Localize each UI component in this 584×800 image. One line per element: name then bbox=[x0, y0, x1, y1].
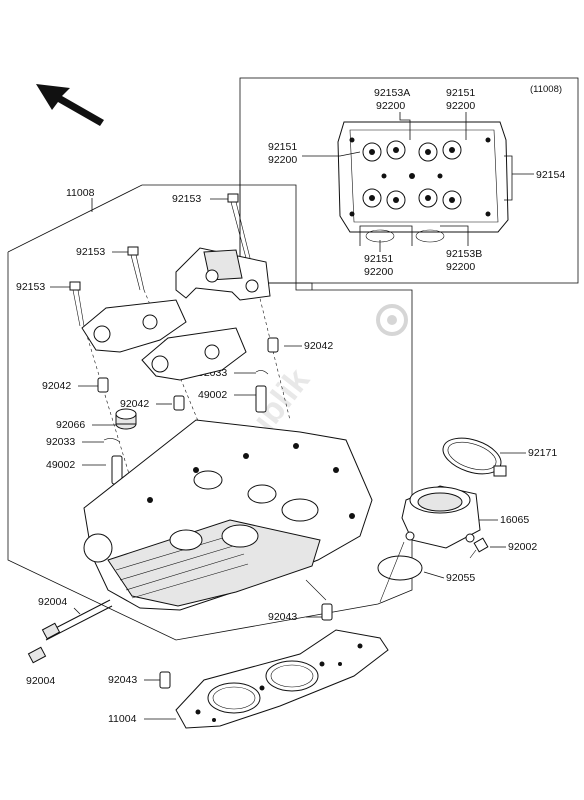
label-92004-a: 92004 bbox=[38, 596, 67, 608]
clip-92033-right bbox=[255, 370, 269, 375]
label-92171: 92171 bbox=[528, 447, 557, 459]
inset-label-92154: 92154 bbox=[536, 169, 565, 181]
label-92043-left: 92043 bbox=[108, 674, 137, 686]
label-92043-right: 92043 bbox=[268, 611, 297, 623]
band-92171 bbox=[442, 437, 507, 477]
inset-head-top-view bbox=[337, 121, 509, 243]
watermark-gear-icon bbox=[376, 304, 408, 336]
inset-label-92153B: 92153B bbox=[446, 248, 482, 260]
inset-label-92200-e: 92200 bbox=[446, 261, 475, 273]
dowel-92042-left bbox=[97, 377, 109, 393]
plug-seal-92066 bbox=[115, 408, 137, 430]
label-92042-right: 92042 bbox=[304, 340, 333, 352]
inset-label-92200-b: 92200 bbox=[446, 100, 475, 112]
camshaft-cap-mid bbox=[141, 327, 247, 381]
clip-92033-left bbox=[103, 438, 121, 443]
label-49002-right: 49002 bbox=[198, 389, 227, 401]
dowel-92042-mid bbox=[173, 395, 185, 411]
inset-label-92200-c: 92200 bbox=[268, 154, 297, 166]
label-92033-left: 92033 bbox=[46, 436, 75, 448]
camshaft-cap-left bbox=[81, 299, 187, 353]
bolt-92153-left bbox=[69, 281, 141, 511]
camshaft-cap-right bbox=[175, 247, 271, 301]
o-ring-92055 bbox=[377, 555, 423, 581]
label-92042-mid: 92042 bbox=[120, 398, 149, 410]
dowel-92042-right bbox=[267, 337, 279, 353]
label-92153-top: 92153 bbox=[172, 193, 201, 205]
holder-16065 bbox=[401, 485, 481, 549]
bolt-92002 bbox=[469, 537, 489, 559]
assembly-frame bbox=[7, 184, 413, 641]
label-11004: 11004 bbox=[108, 713, 137, 725]
dowel-92043-right bbox=[321, 603, 333, 621]
inset-ref-label: (11008) bbox=[530, 84, 562, 95]
inset-label-92151-c: 92151 bbox=[364, 253, 393, 265]
label-92002: 92002 bbox=[508, 541, 537, 553]
stud-92004 bbox=[27, 599, 113, 664]
label-92153-mid: 92153 bbox=[76, 246, 105, 258]
label-49002-left: 49002 bbox=[46, 459, 75, 471]
bolt-92153-top bbox=[227, 193, 291, 421]
cylinder-head-body bbox=[83, 419, 373, 611]
label-16065: 16065 bbox=[500, 514, 529, 526]
label-92004-b: 92004 bbox=[26, 675, 55, 687]
front-direction-arrow-icon bbox=[36, 84, 104, 126]
inset-label-92151-a: 92151 bbox=[446, 87, 475, 99]
label-92042-left: 92042 bbox=[42, 380, 71, 392]
valve-49002-right bbox=[255, 385, 267, 413]
inset-label-92200-a: 92200 bbox=[376, 100, 405, 112]
label-92153-left: 92153 bbox=[16, 281, 45, 293]
label-92066: 92066 bbox=[56, 419, 85, 431]
inset-label-92151-b: 92151 bbox=[268, 141, 297, 153]
inset-label-92153A: 92153A bbox=[374, 87, 410, 99]
dowel-92043-left bbox=[159, 671, 171, 689]
inset-label-92200-d: 92200 bbox=[364, 266, 393, 278]
label-11008: 11008 bbox=[66, 187, 95, 199]
head-gasket-11004 bbox=[175, 629, 389, 729]
label-92055: 92055 bbox=[446, 572, 475, 584]
